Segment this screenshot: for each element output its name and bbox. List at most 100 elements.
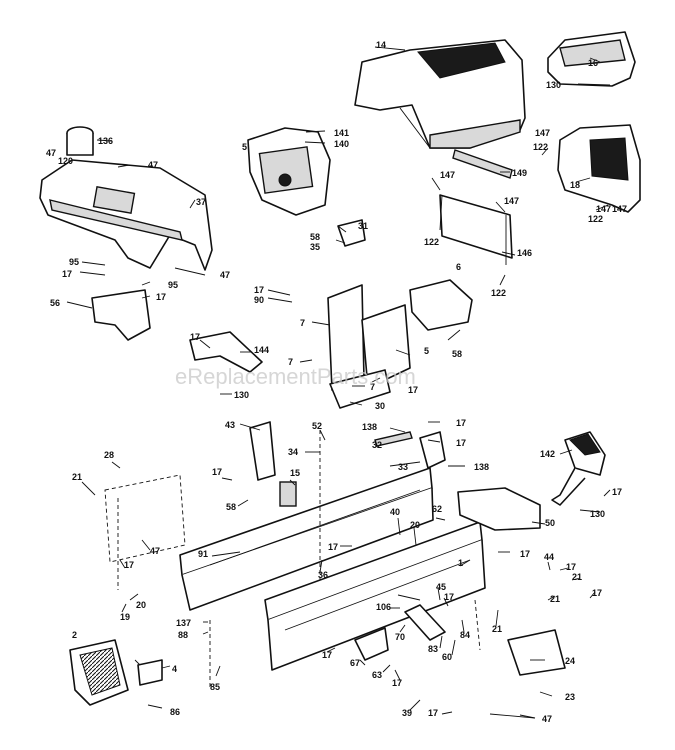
callout-24: 24 [565,656,575,666]
callout-58: 58 [310,232,320,242]
callout-86: 86 [170,707,180,717]
callout-labels: 14 16 130 136 47 120 47 141 140 5 147 12… [46,40,627,724]
frame-rail-left-part [179,467,434,611]
callout-28: 28 [104,450,114,460]
callout-17: 17 [254,285,264,295]
callout-36: 36 [318,570,328,580]
callout-95: 95 [168,280,178,290]
callout-130: 130 [234,390,249,400]
callout-20: 20 [410,520,420,530]
callout-17: 17 [566,562,576,572]
callout-70: 70 [395,632,405,642]
callout-47: 47 [220,270,230,280]
bracket-4-part [137,659,163,686]
dash-panel-part [247,127,331,216]
callout-7: 7 [288,357,293,367]
callout-122: 122 [533,142,548,152]
hardware-leaders [66,46,611,719]
callout-60: 60 [442,652,452,662]
callout-43: 43 [225,420,235,430]
callout-149: 149 [512,168,527,178]
callout-146: 146 [517,248,532,258]
callout-44: 44 [544,552,554,562]
callout-17: 17 [328,542,338,552]
callout-130: 130 [590,509,605,519]
callout-21: 21 [492,624,502,634]
callout-138: 138 [362,422,377,432]
callout-17: 17 [444,592,454,602]
callout-39: 39 [402,708,412,718]
callout-84: 84 [460,630,470,640]
callout-136: 136 [98,136,113,146]
callout-17: 17 [62,269,72,279]
callout-138: 138 [474,462,489,472]
callout-45: 45 [436,582,446,592]
callout-5: 5 [424,346,429,356]
callout-17: 17 [392,678,402,688]
callout-47: 47 [150,546,160,556]
mount-bracket-part [91,289,151,341]
callout-14: 14 [376,40,386,50]
callout-83: 83 [428,644,438,654]
callout-40: 40 [390,507,400,517]
callout-85: 85 [210,682,220,692]
callout-142: 142 [540,449,555,459]
callout-88: 88 [178,630,188,640]
watermark: eReplacementParts.com [175,364,416,389]
callout-2: 2 [72,630,77,640]
front-panel-part [439,194,513,265]
callout-122: 122 [424,237,439,247]
callout-122: 122 [491,288,506,298]
callout-23: 23 [565,692,575,702]
callout-56: 56 [50,298,60,308]
fuel-cap-part [66,126,94,156]
callout-147: 147 [440,170,455,180]
callout-21: 21 [72,472,82,482]
callout-35: 35 [310,242,320,252]
callout-30: 30 [375,401,385,411]
callout-19: 19 [120,612,130,622]
callout-58: 58 [452,349,462,359]
callout-17: 17 [124,560,134,570]
link-70-part [404,604,446,641]
bracket-15-part [279,481,297,507]
callout-37: 37 [196,197,206,207]
callout-17: 17 [408,385,418,395]
callout-144: 144 [254,345,269,355]
callout-33: 33 [398,462,408,472]
callout-91: 91 [198,549,208,559]
callout-147: 147 [535,128,550,138]
callout-47: 47 [46,148,56,158]
lift-lever-part [189,331,263,373]
callout-47: 47 [542,714,552,724]
grille-part [557,124,641,213]
fender-part [39,159,213,271]
callout-95: 95 [69,257,79,267]
callout-17: 17 [612,487,622,497]
link-67-part [354,627,389,661]
callout-17: 17 [190,332,200,342]
callout-67: 67 [350,658,360,668]
callout-63: 63 [372,670,382,680]
callout-17: 17 [212,467,222,477]
callout-21: 21 [550,594,560,604]
hood-part [354,39,526,149]
front-axle-bracket-part [457,487,541,531]
link-rod-part [374,431,413,447]
callout-17: 17 [456,438,466,448]
callout-141: 141 [334,128,349,138]
callout-7: 7 [300,318,305,328]
brake-bracket-part [249,421,276,481]
callout-18: 18 [570,180,580,190]
callout-17: 17 [456,418,466,428]
frame-rail-right-part [264,521,486,671]
callout-20: 20 [136,600,146,610]
plate-part [409,279,473,331]
callout-147: 147 [504,196,519,206]
callout-140: 140 [334,139,349,149]
callout-90: 90 [254,295,264,305]
callout-32: 32 [372,440,382,450]
hood-strip-part [452,149,513,179]
